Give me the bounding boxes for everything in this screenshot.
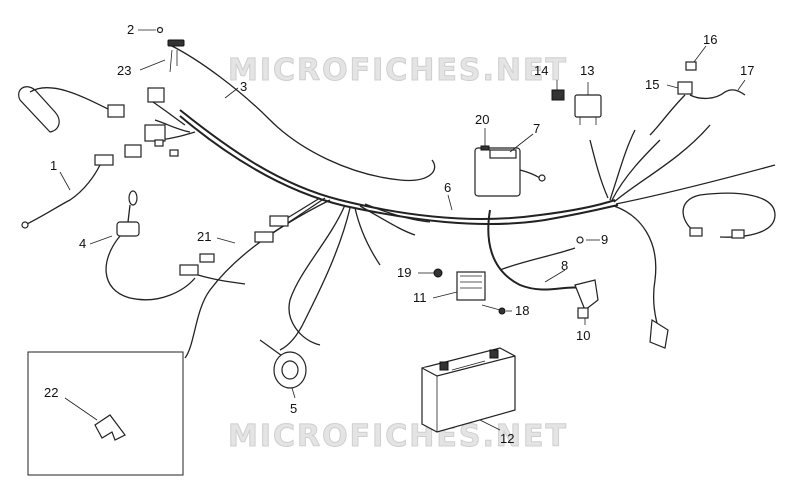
left-handlebar-switch	[18, 86, 125, 133]
connector-cluster	[124, 87, 179, 158]
callout-7: 7	[533, 121, 540, 136]
part-14-fuse	[551, 89, 565, 101]
callout-20: 20	[475, 112, 489, 127]
part-2-washer	[156, 26, 164, 34]
callout-13: 13	[580, 63, 594, 78]
part-1-connector	[94, 154, 114, 166]
watermark-top: MICROFICHES.NET	[228, 53, 568, 88]
callout-9: 9	[601, 232, 608, 247]
part-7-cdi-unit	[474, 147, 546, 197]
callout-11: 11	[413, 290, 427, 305]
part-9-ring-terminal	[576, 236, 584, 244]
loop-connector-right	[731, 229, 745, 239]
callout-14: 14	[534, 63, 548, 78]
part-16-fuse	[685, 61, 697, 71]
callout-4: 4	[79, 236, 86, 251]
callout-23: 23	[117, 63, 131, 78]
part-13-relay	[574, 94, 602, 125]
callout-15: 15	[645, 77, 659, 92]
part-22-detail-box	[27, 351, 184, 476]
part-1-wire	[21, 154, 114, 229]
right-loop-harness	[682, 192, 776, 239]
callout-6: 6	[444, 180, 451, 195]
part-12-battery	[421, 347, 516, 433]
part-4-fuse-holder	[105, 190, 246, 301]
callout-3: 3	[240, 79, 247, 94]
part-5-horn	[259, 339, 307, 389]
loop-connector-left	[689, 227, 703, 237]
part-20-screw	[480, 135, 490, 151]
callout-labels: 1 2 3 4 5 6 7 8 9 10 11 12 13 14 15 16 1…	[44, 22, 754, 446]
part-21-connector	[199, 215, 289, 263]
callout-19: 19	[397, 265, 411, 280]
watermark-bottom: MICROFICHES.NET	[228, 419, 568, 454]
leader-lines	[59, 29, 746, 431]
callout-5: 5	[290, 401, 297, 416]
part-15-relay	[677, 81, 693, 95]
right-plug-cap	[649, 318, 669, 349]
part-18-screw	[481, 304, 506, 315]
callout-8: 8	[561, 258, 568, 273]
callout-1: 1	[50, 158, 57, 173]
part-19-bolt	[433, 268, 443, 278]
callout-16: 16	[703, 32, 717, 47]
callout-18: 18	[515, 303, 529, 318]
callout-10: 10	[576, 328, 590, 343]
part-11-regulator	[456, 271, 486, 301]
part-23-screws	[156, 26, 185, 73]
callout-21: 21	[197, 229, 211, 244]
callout-22: 22	[44, 385, 58, 400]
callout-17: 17	[740, 63, 754, 78]
callout-2: 2	[127, 22, 134, 37]
callout-12: 12	[500, 431, 514, 446]
part-10-plug-cap	[574, 279, 599, 319]
